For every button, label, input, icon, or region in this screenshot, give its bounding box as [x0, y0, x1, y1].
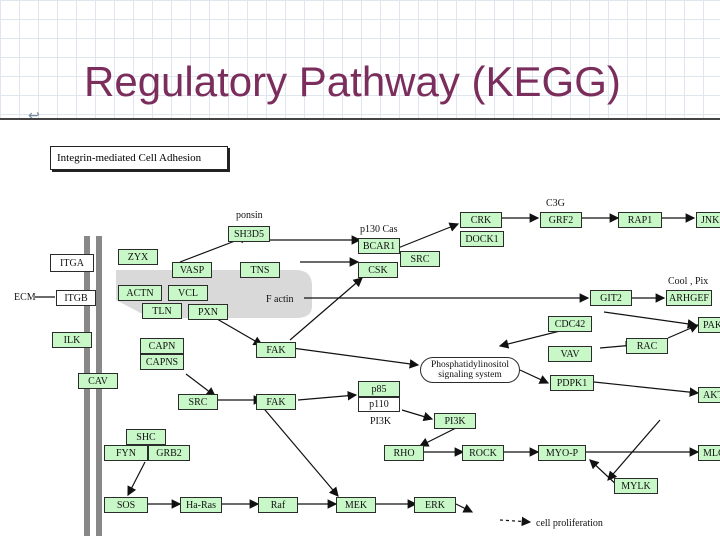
- node-rock[interactable]: ROCK: [462, 445, 504, 461]
- node-src-2[interactable]: SRC: [400, 251, 440, 267]
- node-itga[interactable]: ITGA: [50, 254, 94, 272]
- node-mylk[interactable]: MYLK: [614, 478, 658, 494]
- node-pak[interactable]: PAK: [698, 317, 720, 333]
- node-grb2[interactable]: GRB2: [148, 445, 190, 461]
- bullet-icon: ↩: [28, 109, 40, 124]
- node-fak-2[interactable]: FAK: [256, 394, 296, 410]
- node-pi3k[interactable]: PI3K: [434, 413, 476, 429]
- node-rap1[interactable]: RAP1: [618, 212, 662, 228]
- node-rac[interactable]: RAC: [626, 338, 668, 354]
- node-csk[interactable]: CSK: [358, 262, 398, 278]
- node-shc[interactable]: SHC: [126, 429, 166, 445]
- node-zyx[interactable]: ZYX: [118, 249, 158, 265]
- node-raf[interactable]: Raf: [258, 497, 298, 513]
- slide-title: Regulatory Pathway (KEGG): [84, 58, 621, 105]
- label-cell-proliferation: cell proliferation: [536, 518, 603, 529]
- node-mek[interactable]: MEK: [336, 497, 376, 513]
- label-c3g: C3G: [546, 198, 565, 209]
- node-ha-ras[interactable]: Ha-Ras: [180, 497, 222, 513]
- node-tns[interactable]: TNS: [240, 262, 280, 278]
- node-sh3d5[interactable]: SH3D5: [228, 226, 270, 242]
- node-vcl[interactable]: VCL: [168, 285, 208, 301]
- node-p85[interactable]: p85: [358, 381, 400, 397]
- label-p130cas: p130 Cas: [360, 224, 398, 235]
- node-pxn[interactable]: PXN: [188, 304, 228, 320]
- node-fak-1[interactable]: FAK: [256, 342, 296, 358]
- label-pi3k: PI3K: [370, 416, 392, 427]
- label-cool-pix: Cool , Pix: [668, 276, 709, 287]
- node-vav[interactable]: VAV: [548, 346, 592, 362]
- node-pdpk1[interactable]: PDPK1: [550, 375, 594, 391]
- node-fyn[interactable]: FYN: [104, 445, 148, 461]
- label-f-actin: F actin: [266, 294, 294, 305]
- node-grf2[interactable]: GRF2: [540, 212, 582, 228]
- node-myo-p[interactable]: MYO-P: [538, 445, 586, 461]
- node-arhgef[interactable]: ARHGEF: [666, 290, 712, 306]
- label-ecm: ECM: [14, 292, 36, 303]
- node-pi-signaling[interactable]: Phosphatidylinositol signaling system: [420, 357, 520, 383]
- node-itgb[interactable]: ITGB: [56, 290, 96, 306]
- pathway-header: Integrin-mediated Cell Adhesion: [50, 146, 228, 170]
- node-dock1[interactable]: DOCK1: [460, 231, 504, 247]
- node-cdc42[interactable]: CDC42: [548, 316, 592, 332]
- node-capns[interactable]: CAPNS: [140, 354, 184, 370]
- slide-grid-background: [0, 0, 720, 118]
- node-cav[interactable]: CAV: [78, 373, 118, 389]
- label-ponsin: ponsin: [236, 210, 263, 221]
- node-akt[interactable]: AKT: [698, 387, 720, 403]
- node-git2[interactable]: GIT2: [590, 290, 632, 306]
- node-actn[interactable]: ACTN: [118, 285, 162, 301]
- node-jnk[interactable]: JNK: [696, 212, 720, 228]
- node-bcar1[interactable]: BCAR1: [358, 238, 400, 254]
- node-rho[interactable]: RHO: [384, 445, 424, 461]
- node-src-1[interactable]: SRC: [178, 394, 218, 410]
- node-erk[interactable]: ERK: [414, 497, 456, 513]
- node-vasp[interactable]: VASP: [172, 262, 212, 278]
- node-tln[interactable]: TLN: [142, 303, 182, 319]
- node-crk[interactable]: CRK: [460, 212, 502, 228]
- node-capn[interactable]: CAPN: [140, 338, 184, 354]
- node-sos[interactable]: SOS: [104, 497, 148, 513]
- node-mlc[interactable]: MLC: [698, 445, 720, 461]
- panel-top-border: [0, 118, 720, 120]
- node-ilk[interactable]: ILK: [52, 332, 92, 348]
- node-p110[interactable]: p110: [358, 397, 400, 412]
